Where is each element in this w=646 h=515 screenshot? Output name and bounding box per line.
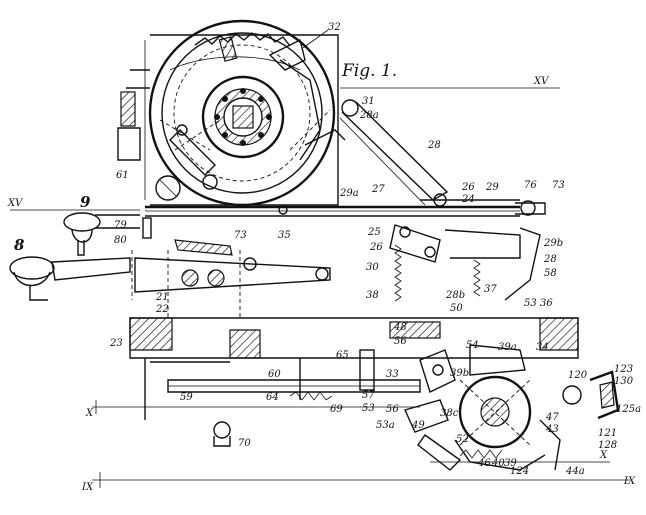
ref-60: 60	[268, 369, 281, 380]
ref-28: 28	[427, 140, 441, 151]
ref-124: 124	[510, 466, 529, 477]
pawl-32	[218, 29, 329, 71]
ref-35: 35	[278, 230, 291, 241]
ref-38c: 38c	[440, 408, 459, 419]
ref-73-left: 73	[234, 230, 247, 241]
lower-plate-59-60	[167, 349, 421, 447]
ref-56-top: 56	[394, 336, 407, 347]
ref-29a: 29a	[339, 188, 359, 199]
ref-47: 47	[545, 412, 559, 423]
ref-123: 123	[614, 364, 633, 375]
spring-37	[473, 259, 481, 297]
ref-29b: 29b	[543, 238, 563, 249]
ref-65: 65	[336, 350, 349, 361]
ref-44a: 44a	[565, 466, 585, 477]
ref-28-mid: 28	[543, 254, 557, 265]
linkage-25-26-30	[389, 224, 541, 301]
ref-50: 50	[450, 303, 463, 314]
section-mark-ix-right: IX	[623, 476, 636, 487]
section-mark-x-right: X	[599, 450, 608, 461]
ref-52: 52	[456, 434, 469, 445]
ref-53a: 53a	[376, 420, 395, 431]
ref-53: 53	[524, 298, 537, 309]
ref-49: 49	[411, 420, 425, 431]
ref-26-mid: 26	[369, 242, 383, 253]
ref-25: 25	[367, 227, 381, 238]
section-mark-ix-left: IX	[81, 482, 94, 493]
ref-21: 21	[155, 292, 169, 303]
ref-128: 128	[598, 440, 617, 451]
ref-79: 79	[114, 220, 127, 231]
section-mark-xv-left: XV	[7, 198, 24, 209]
section-mark-x-left: X	[85, 408, 94, 419]
main-gear-wheel	[148, 19, 336, 207]
ref-26-top: 26	[461, 182, 475, 193]
ref-23: 23	[109, 338, 123, 349]
ref-40: 40	[491, 458, 505, 469]
ref-43: 43	[545, 424, 559, 435]
ref-48: 48	[393, 322, 407, 333]
ref-28b: 28b	[445, 290, 465, 301]
crank-handle-8	[9, 250, 133, 301]
crank-handle-9	[63, 212, 140, 256]
ref-34: 34	[536, 342, 549, 353]
ref-39a: 39a	[498, 342, 517, 353]
ref-70: 70	[238, 438, 251, 449]
ref-31: 31	[362, 96, 375, 107]
ref-64: 64	[266, 392, 279, 403]
ref-56-low: 56	[386, 404, 399, 415]
ref-76: 76	[524, 180, 537, 191]
ref-22: 22	[155, 304, 169, 315]
ref-27: 27	[371, 184, 385, 195]
ref-125a: 125a	[616, 404, 641, 415]
ref-121: 121	[598, 428, 617, 439]
ref-37: 37	[484, 284, 497, 295]
ref-130: 130	[614, 376, 634, 387]
figure-title: Fig. 1.	[341, 61, 397, 81]
ref-39: 39	[504, 458, 517, 469]
ref-120: 120	[568, 370, 588, 381]
ref-80: 80	[114, 235, 127, 246]
ref-58: 58	[544, 268, 557, 279]
ref-32: 32	[328, 22, 341, 33]
pin-assembly-21-22	[134, 239, 331, 320]
bearing-hub	[201, 75, 285, 159]
lever-arms-upper	[169, 124, 346, 190]
spring-38	[394, 244, 402, 302]
ref-73-right: 73	[552, 180, 565, 191]
ref-8: 8	[14, 236, 25, 254]
ref-36: 36	[540, 298, 553, 309]
ref-29: 29	[485, 182, 499, 193]
ref-69: 69	[330, 404, 343, 415]
ref-61: 61	[116, 170, 129, 181]
ref-39b: 39b	[450, 368, 469, 379]
ref-57: 57	[362, 390, 375, 401]
section-mark-xv-right: XV	[533, 76, 550, 87]
ref-38: 38	[366, 290, 379, 301]
ref-9: 9	[80, 193, 91, 211]
ref-30: 30	[366, 262, 379, 273]
pawl-cluster-lower	[404, 344, 526, 471]
section-lines	[10, 87, 630, 488]
side-bracket-120-130	[539, 370, 620, 471]
ref-54: 54	[466, 340, 479, 351]
ref-59: 59	[180, 392, 193, 403]
ref-53-lower: 53	[362, 403, 375, 414]
ref-33: 33	[386, 369, 399, 380]
cam-wheel-lower	[454, 375, 546, 471]
ref-28a: 28a	[359, 110, 379, 121]
ref-24: 24	[461, 194, 475, 205]
ref-46: 46	[477, 458, 491, 469]
slide-bar-29	[142, 199, 546, 239]
base-casting-23	[129, 317, 579, 420]
